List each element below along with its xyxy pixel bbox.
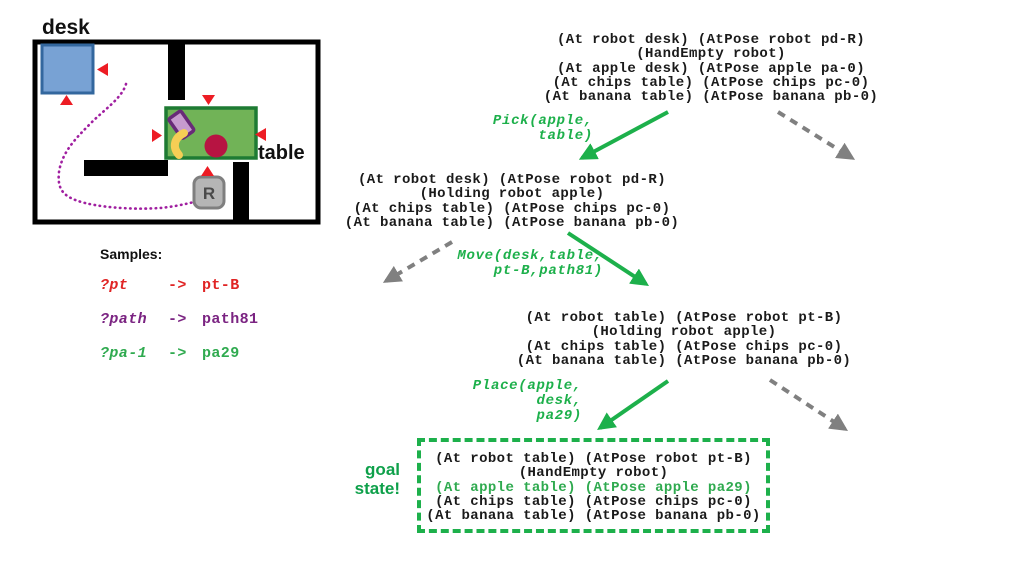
banana-object xyxy=(170,129,188,159)
predicate-line: (At banana table) (AtPose banana pb-0) xyxy=(516,352,852,369)
edge-alt-bottom-gray-arrow xyxy=(768,378,849,431)
wall-bottom-vertical xyxy=(233,162,249,220)
edge-alt-top-gray-arrow xyxy=(776,110,856,160)
sample-arrow: -> xyxy=(168,311,187,328)
edge-move-green-arrow xyxy=(566,231,650,286)
samples-title: Samples: xyxy=(100,246,163,262)
goal-state-box: (At robot table) (AtPose robot pt-B) (Ha… xyxy=(417,438,770,533)
predicate-line: (At chips table) (AtPose chips pc-0) xyxy=(353,200,671,217)
sample-var: ?pa-1 xyxy=(100,345,148,362)
predicate-line: (At banana table) (AtPose banana pb-0) xyxy=(426,508,761,525)
robot-letter: R xyxy=(203,184,215,203)
goal-label-line: state! xyxy=(354,479,400,498)
state-after-pick: (At robot desk) (AtPose robot pd-R) (Hol… xyxy=(344,173,680,230)
predicate-line: (Holding robot apple) xyxy=(419,186,605,203)
pose-marker-table-left xyxy=(152,129,162,142)
sample-value: path81 xyxy=(202,311,259,328)
sample-var: ?path xyxy=(100,311,148,328)
robot-body xyxy=(192,175,226,210)
goal-label-line: goal xyxy=(365,460,400,479)
edge-place-green-arrow xyxy=(597,379,670,431)
desk-label: desk xyxy=(42,16,90,39)
state-after-move: (At robot table) (AtPose robot pt-B) (Ho… xyxy=(516,311,852,368)
robot-path-dotted xyxy=(57,82,196,210)
action-label-place: Place(apple, desk, pa29) xyxy=(462,379,582,424)
desk-region xyxy=(40,43,95,95)
predicate-line: (At chips table) (AtPose chips pc-0) xyxy=(435,493,752,510)
pose-marker-desk-below xyxy=(60,95,73,105)
tree-edges xyxy=(382,110,856,431)
goal-state-label: goal state! xyxy=(340,460,400,498)
apple-object xyxy=(204,134,228,158)
predicate-line-highlight: (At apple table) (AtPose apple pa29) xyxy=(435,479,752,496)
state-goal: (At robot table) (AtPose robot pt-B) (Ha… xyxy=(421,451,766,525)
sample-arrow: -> xyxy=(168,345,187,362)
action-label-move: Move(desk,table, pt-B,path81) xyxy=(450,249,603,279)
predicate-line: (HandEmpty robot) xyxy=(636,46,786,63)
predicate-line: (Holding robot apple) xyxy=(591,324,777,341)
sample-var: ?pt xyxy=(100,277,129,294)
sample-value: pa29 xyxy=(202,345,240,362)
edge-pick-green-arrow xyxy=(578,110,669,160)
predicate-line: (At robot desk) (AtPose robot pd-R) xyxy=(357,172,667,188)
pose-marker-table-right xyxy=(255,128,266,141)
sample-binding-pt: ?pt -> pt-B xyxy=(100,277,240,294)
predicate-line: (At robot table) (AtPose robot pt-B) xyxy=(435,451,752,467)
action-line: pt-B,path81) xyxy=(493,263,603,279)
sample-arrow: -> xyxy=(168,277,187,294)
wall-mid-horizontal xyxy=(84,160,168,176)
pose-marker-table-top xyxy=(202,95,215,105)
predicate-line: (At chips table) (AtPose chips pc-0) xyxy=(525,338,843,355)
predicate-line: (HandEmpty robot) xyxy=(518,465,669,482)
action-line: Move(desk,table, xyxy=(457,248,603,264)
state-initial: (At robot desk) (AtPose robot pd-R) (Han… xyxy=(543,32,879,106)
action-line: pa29) xyxy=(536,408,582,424)
action-line: desk, xyxy=(536,393,582,409)
edge-alt-mid-gray-arrow xyxy=(382,240,454,283)
predicate-line: (At robot table) (AtPose robot pt-B) xyxy=(525,310,843,326)
action-label-pick: Pick(apple, table) xyxy=(443,114,593,144)
map-illustration: R xyxy=(32,39,321,225)
pose-marker-robot-top xyxy=(201,166,214,176)
predicate-line: (At apple desk) (AtPose apple pa-0) xyxy=(556,60,866,77)
action-line: Pick(apple, xyxy=(492,113,593,129)
action-line: table) xyxy=(538,128,593,144)
action-line: Place(apple, xyxy=(472,378,582,394)
wall-top-vertical xyxy=(168,44,185,100)
pose-marker-desk-right xyxy=(97,63,108,76)
sample-binding-path: ?path -> path81 xyxy=(100,311,258,328)
sample-binding-pa: ?pa-1 -> pa29 xyxy=(100,345,240,362)
predicate-line: (At robot desk) (AtPose robot pd-R) xyxy=(556,32,866,48)
sample-value: pt-B xyxy=(202,277,240,294)
table-label: table xyxy=(258,142,305,164)
predicate-line: (At banana table) (AtPose banana pb-0) xyxy=(543,89,879,106)
predicate-line: (At chips table) (AtPose chips pc-0) xyxy=(552,74,870,91)
predicate-line: (At banana table) (AtPose banana pb-0) xyxy=(344,214,680,231)
